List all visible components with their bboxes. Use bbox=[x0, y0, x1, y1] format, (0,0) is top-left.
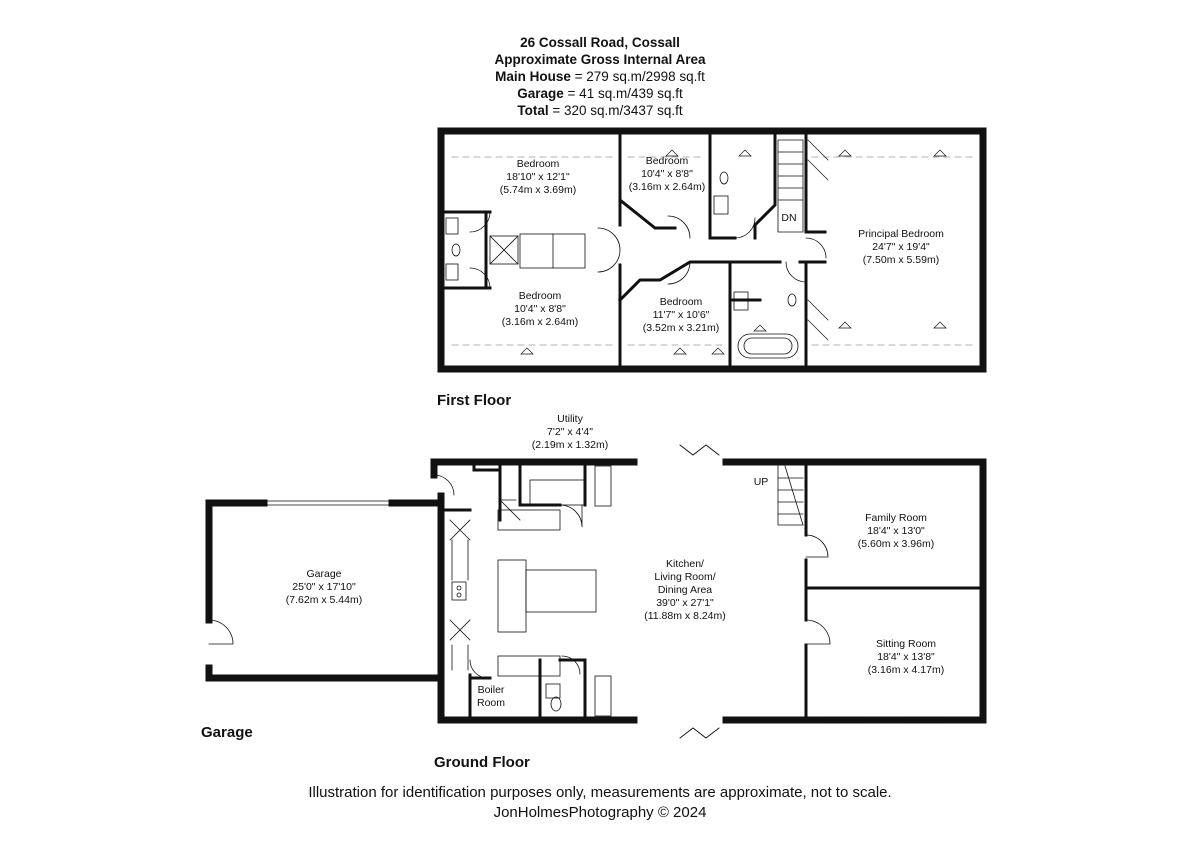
skylight-markers bbox=[520, 139, 947, 355]
stairs-up-label: UP bbox=[753, 476, 769, 488]
ground-floor-label: Ground Floor bbox=[434, 754, 530, 771]
ground-floor-windows bbox=[263, 459, 947, 723]
room-bedroom-3: Bedroom 10'4" x 8'8" (3.16m x 2.64m) bbox=[501, 290, 579, 328]
first-floor-fixtures bbox=[445, 171, 799, 359]
eaves-lines bbox=[451, 156, 976, 346]
credit: JonHolmesPhotography © 2024 bbox=[493, 804, 707, 821]
room-bedroom-2: Bedroom 10'4" x 8'8" (3.16m x 2.64m) bbox=[628, 155, 706, 193]
disclaimer: Illustration for identification purposes… bbox=[308, 784, 892, 801]
first-floor-label: First Floor bbox=[437, 392, 512, 409]
ground-floor-outer-walls bbox=[205, 458, 987, 724]
first-floor-stairs bbox=[777, 139, 804, 233]
room-sitting: Sitting Room 18'4" x 13'8" (3.16m x 4.17… bbox=[867, 638, 945, 676]
kitchen-fixtures bbox=[449, 465, 612, 717]
garage-floor-label: Garage bbox=[201, 724, 253, 741]
first-floor-outer-walls bbox=[437, 127, 987, 373]
bifold-doors bbox=[679, 444, 720, 739]
room-kitchen-living-dining: Kitchen/ Living Room/ Dining Area 39'0" … bbox=[644, 558, 726, 622]
total-area: Total = 320 sq.m/3437 sq.ft bbox=[517, 103, 683, 118]
area-title: Approximate Gross Internal Area bbox=[494, 52, 706, 67]
plan-header: 26 Cossall Road, Cossall Approximate Gro… bbox=[390, 34, 810, 119]
address: 26 Cossall Road, Cossall bbox=[520, 35, 680, 50]
room-bedroom-4: Bedroom 11'7" x 10'6" (3.52m x 3.21m) bbox=[642, 296, 720, 334]
room-family: Family Room 18'4" x 13'0" (5.60m x 3.96m… bbox=[857, 512, 935, 550]
room-principal-bedroom: Principal Bedroom 24'7" x 19'4" (7.50m x… bbox=[858, 228, 944, 266]
room-bedroom-1: Bedroom 18'10" x 12'1" (5.74m x 3.69m) bbox=[499, 158, 577, 196]
room-boiler: Boiler Room bbox=[476, 684, 506, 709]
garage-area: Garage = 41 sq.m/439 sq.ft bbox=[517, 86, 683, 101]
stairs-down-label: DN bbox=[781, 212, 797, 224]
first-floor-inner-walls bbox=[439, 129, 827, 371]
main-house-area: Main House = 279 sq.m/2998 sq.ft bbox=[495, 69, 705, 84]
room-garage: Garage 25'0" x 17'10" (7.62m x 5.44m) bbox=[285, 568, 363, 606]
room-utility: Utility 7'2" x 4'4" (2.19m x 1.32m) bbox=[531, 413, 609, 451]
first-floor-doors bbox=[469, 211, 827, 289]
ground-floor-stairs bbox=[777, 465, 804, 526]
